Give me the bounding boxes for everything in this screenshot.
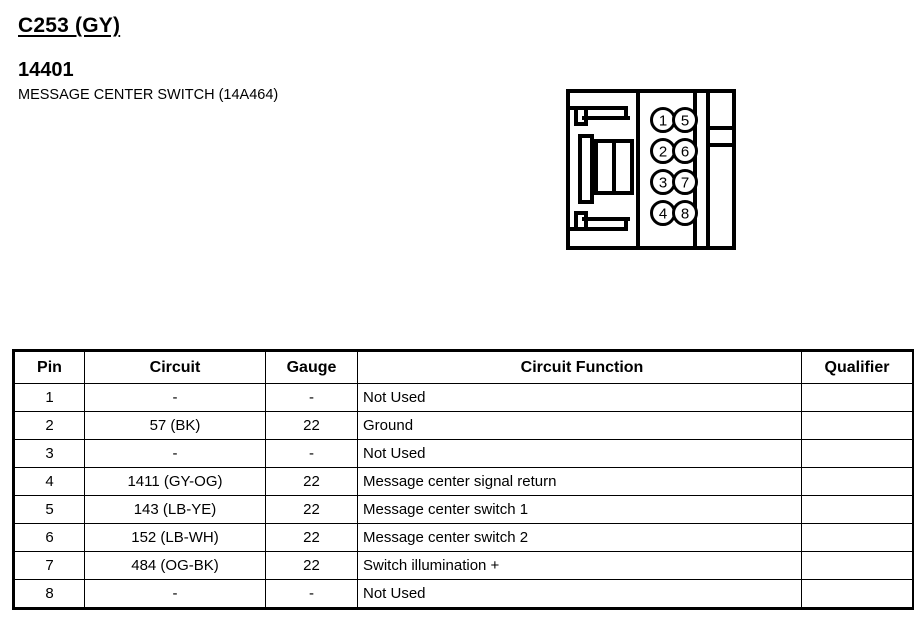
part-name: MESSAGE CENTER SWITCH (14A464) — [18, 87, 279, 103]
cell-function: Message center switch 2 — [357, 523, 802, 552]
column-header-qualifier: Qualifier — [801, 350, 914, 384]
table-row: 8--Not Used — [13, 579, 914, 609]
connector-outline — [566, 89, 736, 250]
cell-qualifier — [801, 439, 914, 468]
cell-pin: 3 — [13, 439, 85, 468]
cell-function: Not Used — [357, 579, 802, 609]
connector-latch-bottom-outer — [570, 217, 628, 231]
cell-gauge: - — [265, 439, 358, 468]
cell-circuit: 57 (BK) — [84, 411, 266, 440]
cell-function: Not Used — [357, 439, 802, 468]
cell-function: Not Used — [357, 383, 802, 412]
cell-qualifier — [801, 523, 914, 552]
connector-diagram: 1 2 3 4 5 6 7 8 — [566, 88, 738, 252]
pin-number-2: 2 — [659, 144, 667, 161]
cell-pin: 7 — [13, 551, 85, 580]
cell-qualifier — [801, 495, 914, 524]
cell-qualifier — [801, 551, 914, 580]
cell-gauge: 22 — [265, 523, 358, 552]
pin-circle-group: 1 2 3 4 5 6 7 8 — [650, 107, 698, 226]
pin-assignment-table: Pin Circuit Gauge Circuit Function Quali… — [12, 349, 914, 610]
cell-circuit: 1411 (GY-OG) — [84, 467, 266, 496]
cell-pin: 2 — [13, 411, 85, 440]
connector-illustration: 1 2 3 4 5 6 7 8 — [566, 89, 736, 250]
cell-gauge: - — [265, 579, 358, 609]
cell-gauge: 22 — [265, 467, 358, 496]
cell-circuit: - — [84, 439, 266, 468]
pin-circle-5 — [672, 107, 698, 133]
cell-pin: 6 — [13, 523, 85, 552]
cell-function: Message center signal return — [357, 467, 802, 496]
cell-function: Ground — [357, 411, 802, 440]
connector-header: C253 (GY) 14401 MESSAGE CENTER SWITCH (1… — [18, 14, 278, 104]
cell-qualifier — [801, 467, 914, 496]
cell-pin: 1 — [13, 383, 85, 412]
column-header-gauge: Gauge — [265, 350, 358, 384]
pin-circle-8 — [672, 200, 698, 226]
pin-number-1: 1 — [659, 113, 667, 130]
cell-circuit: - — [84, 579, 266, 609]
column-header-function: Circuit Function — [357, 350, 802, 384]
cell-gauge: 22 — [265, 551, 358, 580]
pin-circle-6 — [672, 138, 698, 164]
cell-circuit: 152 (LB-WH) — [84, 523, 266, 552]
column-header-circuit: Circuit — [84, 350, 266, 384]
cell-gauge: 22 — [265, 495, 358, 524]
cell-function: Switch illumination + — [357, 551, 802, 580]
part-number: 14401 — [18, 59, 74, 81]
pin-number-7: 7 — [681, 175, 689, 192]
pin-number-8: 8 — [681, 206, 689, 223]
connector-tab-bottom — [574, 211, 588, 229]
cell-gauge: - — [265, 383, 358, 412]
cell-circuit: 484 (OG-BK) — [84, 551, 266, 580]
pin-number-4: 4 — [659, 206, 667, 223]
connector-latch-top-outer — [570, 106, 628, 120]
column-header-pin: Pin — [13, 350, 85, 384]
connector-key-rail — [578, 134, 594, 204]
connector-id: C253 (GY) — [18, 14, 121, 37]
table-header-row: Pin Circuit Gauge Circuit Function Quali… — [13, 350, 914, 384]
cell-pin: 8 — [13, 579, 85, 609]
pin-circle-7 — [672, 169, 698, 195]
connector-tab-top — [574, 108, 588, 126]
table-row: 3--Not Used — [13, 439, 914, 468]
cell-circuit: - — [84, 383, 266, 412]
pin-number-6: 6 — [681, 144, 689, 161]
cell-qualifier — [801, 411, 914, 440]
pin-number-3: 3 — [659, 175, 667, 192]
pin-number-5: 5 — [681, 113, 689, 130]
cell-qualifier — [801, 383, 914, 412]
cell-pin: 4 — [13, 467, 85, 496]
cell-qualifier — [801, 579, 914, 609]
table-row: 1--Not Used — [13, 383, 914, 412]
cell-gauge: 22 — [265, 411, 358, 440]
cell-function: Message center switch 1 — [357, 495, 802, 524]
cell-pin: 5 — [13, 495, 85, 524]
cell-circuit: 143 (LB-YE) — [84, 495, 266, 524]
